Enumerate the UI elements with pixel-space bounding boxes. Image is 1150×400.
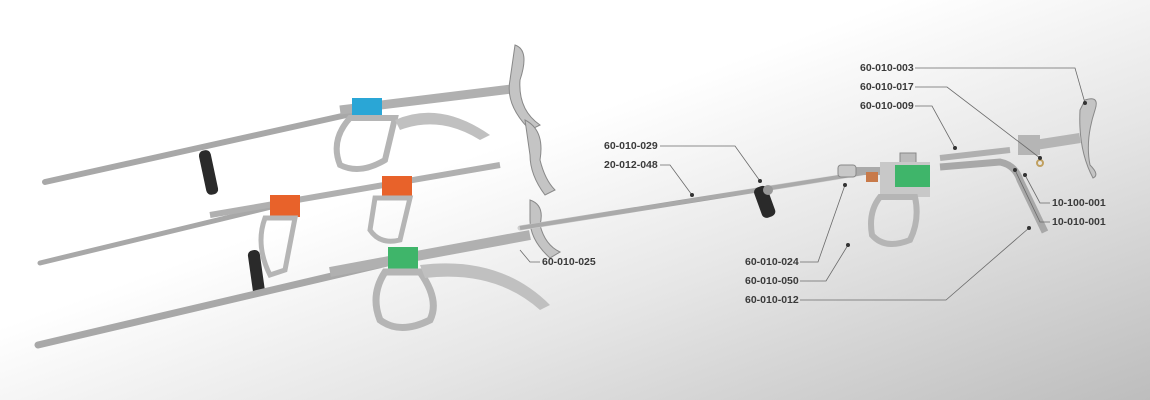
part-label: 10-100-001 (1052, 197, 1106, 209)
green-label-icon (388, 247, 418, 269)
grip-icon (754, 185, 776, 218)
part-label: 60-010-025 (542, 256, 596, 268)
orange-label-icon (270, 195, 300, 217)
part-label: 60-010-050 (745, 275, 799, 287)
leader-lines (519, 67, 1086, 301)
exploded-view (517, 98, 1097, 247)
part-label: 60-010-029 (604, 140, 658, 152)
part-label: 60-010-009 (860, 100, 914, 112)
part-label: 60-010-017 (860, 81, 914, 93)
tool-orange-assembly (37, 119, 556, 295)
part-label: 60-010-012 (745, 294, 799, 306)
part-label: 10-010-001 (1052, 216, 1106, 228)
brass-fitting-icon (866, 172, 878, 182)
tool-green-assembly (34, 199, 562, 349)
tool-blue-assembly (42, 44, 541, 195)
grip-icon (198, 150, 219, 195)
orange-label-icon (382, 176, 412, 198)
grip-icon (247, 250, 265, 295)
part-label: 60-010-003 (860, 62, 914, 74)
part-label: 20-012-048 (604, 159, 658, 171)
green-label-icon (895, 165, 930, 187)
part-label: 60-010-024 (745, 256, 799, 268)
leader-dots (690, 101, 1087, 247)
blue-label-icon (352, 98, 382, 118)
